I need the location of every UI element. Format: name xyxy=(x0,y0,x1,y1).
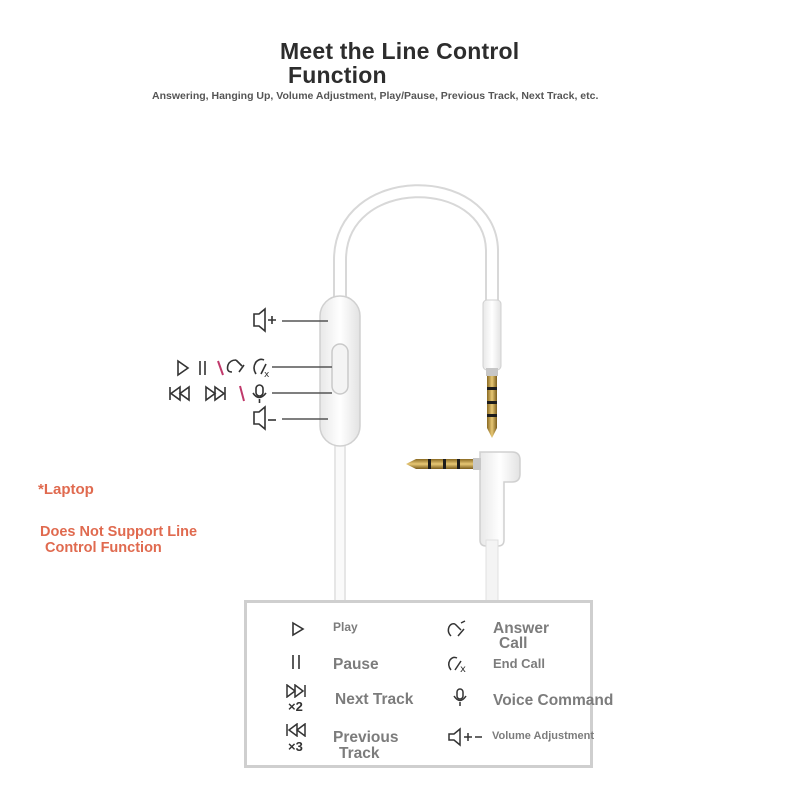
legend-end-call-label: End Call xyxy=(493,656,546,671)
play-icon xyxy=(292,621,305,637)
page-subtitle: Answering, Hanging Up, Volume Adjustment… xyxy=(152,90,599,102)
legend-voice-command-label: Voice Command xyxy=(493,692,614,709)
svg-text:x: x xyxy=(460,664,466,673)
legend-volume-label: Volume Adjustment xyxy=(492,730,595,742)
legend-panel: Play Pause ×2 Next Track ×3 Previous Tra… xyxy=(244,600,613,768)
laptop-note-title: *Laptop xyxy=(38,481,94,498)
angled-plug xyxy=(406,451,521,611)
next-track-multiplier: ×2 xyxy=(288,699,303,714)
end-call-icon: x xyxy=(447,656,466,673)
svg-text:x: x xyxy=(264,370,270,380)
previous-track-icon xyxy=(286,723,306,737)
legend-pause-label: Pause xyxy=(333,656,379,673)
page-title-line-1: Meet the Line Control xyxy=(280,38,520,64)
legend-play-label: Play xyxy=(333,620,358,634)
cable-down xyxy=(334,440,346,610)
answer-call-icon xyxy=(447,620,466,637)
straight-plug xyxy=(482,299,502,438)
cable-arc xyxy=(333,184,499,317)
legend-next-track-label: Next Track xyxy=(335,691,414,708)
pointer-lines xyxy=(272,320,332,420)
previous-track-multiplier: ×3 xyxy=(288,739,303,754)
legend-previous-label-2: Track xyxy=(339,745,380,762)
remote-volume-down-icon xyxy=(253,405,276,431)
laptop-note-line-1: Does Not Support Line xyxy=(40,524,198,540)
microphone-icon xyxy=(453,688,467,706)
next-track-icon xyxy=(286,684,306,698)
page-title-line-2: Function xyxy=(288,62,387,88)
legend-answer-label-2: Call xyxy=(499,635,528,652)
remote-track-voice-icons xyxy=(169,384,267,403)
pause-icon xyxy=(292,655,300,669)
volume-adjust-icon xyxy=(448,727,482,747)
legend-previous-label-1: Previous xyxy=(333,729,399,746)
laptop-note-line-2: Control Function xyxy=(45,540,162,556)
remote-play-pause-call-icons: x xyxy=(177,358,270,380)
legend-answer-label-1: Answer xyxy=(493,620,549,637)
remote-volume-up-icon xyxy=(253,307,276,333)
inline-remote xyxy=(319,295,361,447)
